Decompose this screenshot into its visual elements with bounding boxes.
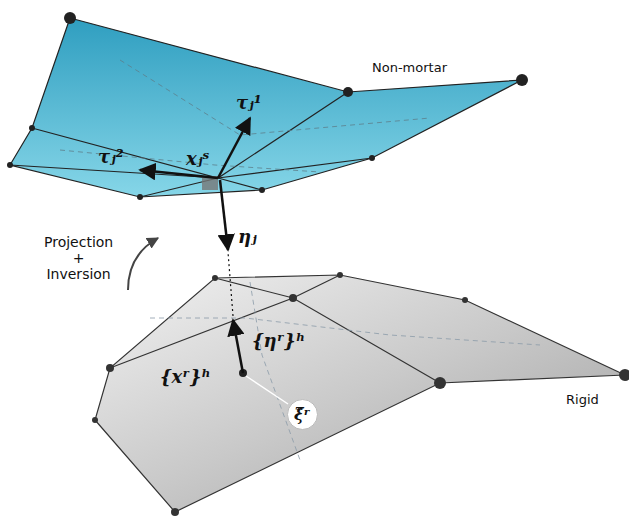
vector-symbol: τⱼ² xyxy=(98,146,124,167)
non-mortar-surface xyxy=(7,12,528,250)
vector-symbol: {ηʳ}ʰ xyxy=(252,330,305,351)
point-symbol: xⱼˢ xyxy=(186,148,209,169)
parameter-symbol: ξ̂ʳ xyxy=(294,405,310,424)
surface-name: Rigid xyxy=(566,392,599,407)
parameter-circle: ξ̂ʳ xyxy=(287,399,318,430)
vector-symbol: τⱼ¹ xyxy=(236,92,262,113)
process-note: Projection + Inversion xyxy=(44,234,113,282)
vector-symbol: ηⱼ xyxy=(238,226,257,247)
rigid-surface xyxy=(92,252,629,516)
point-symbol: {xʳ}ʰ xyxy=(160,366,211,387)
surface-name: Non-mortar xyxy=(372,60,447,75)
projection-arrow xyxy=(128,238,158,290)
